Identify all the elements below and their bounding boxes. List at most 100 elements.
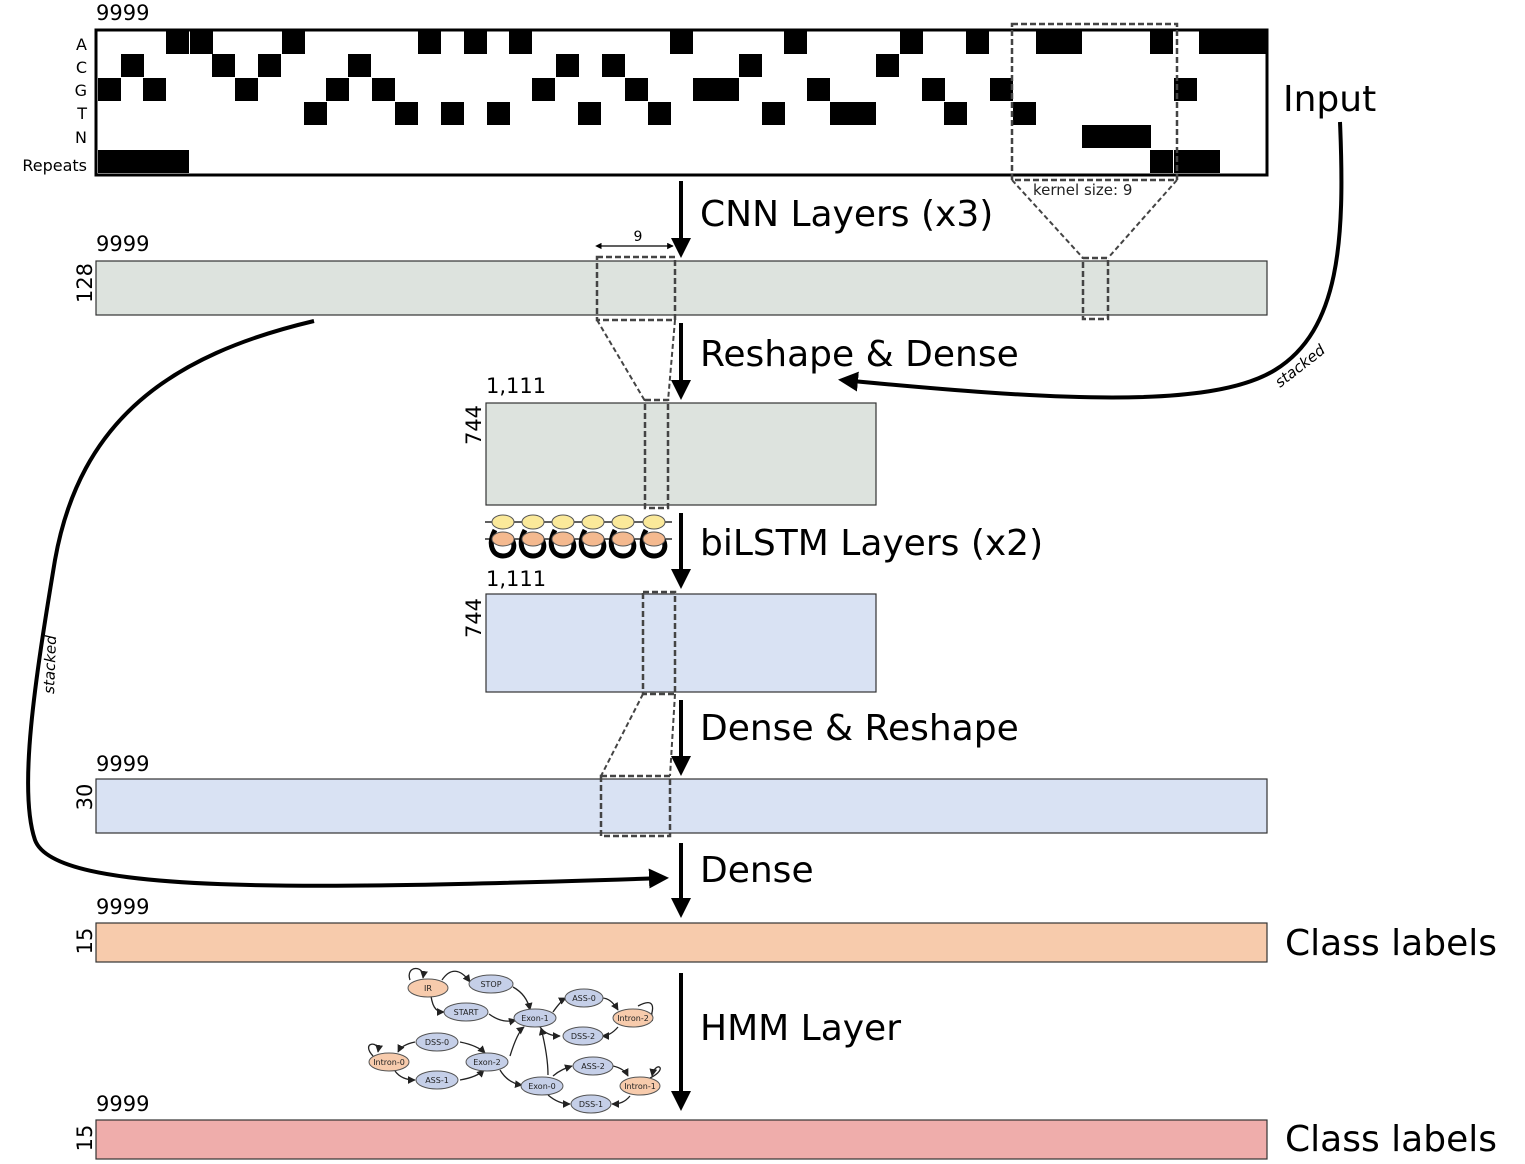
input-cell <box>716 78 739 101</box>
row-label-A: A <box>76 35 87 54</box>
lstm-forward-cell <box>611 514 635 530</box>
cnn-length-label: 9999 <box>96 232 149 256</box>
input-cell <box>1105 125 1128 148</box>
hmm-edge <box>512 986 533 1011</box>
cnn-step-label: CNN Layers (x3) <box>700 194 993 235</box>
hmm-edge <box>394 1070 416 1084</box>
input-cell <box>121 150 144 173</box>
hmm-edge <box>397 1041 416 1053</box>
reshape-output-block: Dense & Reshape 9999 30 <box>73 700 1268 838</box>
input-cell <box>556 54 579 77</box>
input-matrix-frame <box>94 28 1269 177</box>
input-cell <box>1036 31 1059 54</box>
input-cell <box>693 78 716 101</box>
hmm-edge <box>552 997 567 1013</box>
input-cell <box>509 31 532 54</box>
cnn-output-tensor <box>95 260 1268 316</box>
class-labels-label: Class labels <box>1285 923 1497 964</box>
input-cell <box>900 31 923 54</box>
input-cell <box>282 31 305 54</box>
input-cell <box>258 54 281 77</box>
input-cell <box>372 78 395 101</box>
reshape-projection-right <box>667 319 676 402</box>
class-labels-tensor <box>95 922 1268 963</box>
input-cell <box>1174 150 1197 173</box>
dense-depth-label: 744 <box>462 405 486 445</box>
kernel-window <box>1010 22 1179 182</box>
input-cell <box>830 102 853 125</box>
input-cell <box>1222 31 1245 54</box>
kernel-projection-left <box>1011 179 1084 259</box>
hmm-edge <box>611 1095 631 1108</box>
input-cell <box>1174 78 1197 101</box>
hmm-edge <box>459 1069 485 1081</box>
input-cell <box>990 78 1013 101</box>
dense-reshape-step-label: Dense & Reshape <box>700 708 1019 749</box>
lstm-output-tensor <box>485 593 877 693</box>
row-label-G: G <box>75 81 87 100</box>
hmm-edge <box>509 1026 525 1057</box>
hmm-edge <box>637 1002 654 1021</box>
lstm-backward-cell <box>491 531 515 547</box>
hmm-state-stop <box>468 974 514 994</box>
hmm-state-label: DSS-2 <box>571 1032 595 1041</box>
input-cell <box>1150 150 1173 173</box>
input-cell <box>395 102 418 125</box>
class-length-label: 9999 <box>96 895 149 919</box>
input-cell <box>739 54 762 77</box>
lstm-forward-cell <box>581 514 605 530</box>
input-cell <box>1082 125 1105 148</box>
bilstm-step-label: biLSTM Layers (x2) <box>700 523 1043 564</box>
hmm-state-label: Exon-1 <box>521 1014 548 1023</box>
hmm-edge <box>499 1069 523 1088</box>
hmm-state-label: IR <box>424 984 432 993</box>
input-cell <box>1244 31 1267 54</box>
hmm-state-label: Exon-2 <box>473 1058 500 1067</box>
hmm-state-label: ASS-1 <box>425 1076 449 1085</box>
input-cell <box>578 102 601 125</box>
hmm-state-label: Intron-0 <box>373 1058 405 1067</box>
hmm-state-label: ASS-0 <box>572 994 596 1003</box>
hmm-edge <box>538 1027 549 1076</box>
input-cell <box>1150 31 1173 54</box>
hmm-state-label: STOP <box>480 980 501 989</box>
lstm-link <box>639 528 668 559</box>
input-cell <box>121 54 144 77</box>
row-label-repeats: Repeats <box>22 156 87 175</box>
hmm-state-intron-0 <box>368 1052 410 1072</box>
hmm-state-ass-1 <box>415 1070 459 1090</box>
kernel-target-window <box>1081 256 1110 321</box>
input-cell <box>876 54 899 77</box>
hmm-state-label: DSS-1 <box>579 1100 603 1109</box>
hmm-step-label: HMM Layer <box>700 1008 901 1049</box>
input-cell <box>487 102 510 125</box>
hmm-state-label: Exon-0 <box>528 1082 555 1091</box>
window-size-label: 9 <box>634 229 643 245</box>
hmm-state-ir <box>407 978 449 998</box>
lstm-depth-label: 744 <box>462 598 486 638</box>
lstm-backward-cell <box>581 531 605 547</box>
hmm-state-ass-0 <box>564 988 604 1008</box>
input-cell <box>532 78 555 101</box>
hmm-edge <box>601 1026 619 1040</box>
input-cell <box>807 78 830 101</box>
input-cell <box>190 31 213 54</box>
hmm-state-intron-2 <box>612 1008 654 1028</box>
lstm-length-label: 1,111 <box>486 567 546 591</box>
class-depth-label: 15 <box>73 928 97 955</box>
lstm-forward-cell <box>491 514 515 530</box>
lstm-projection-left <box>600 693 644 777</box>
input-cell <box>922 78 945 101</box>
input-cell <box>602 54 625 77</box>
bilstm-cells-icon <box>485 514 672 559</box>
class-labels-block: Dense 9999 15 Class labels <box>73 843 1497 964</box>
hmm-state-start <box>443 1002 489 1022</box>
input-cell <box>348 54 371 77</box>
row-label-T: T <box>76 104 87 123</box>
lstm-link <box>578 528 607 559</box>
hmm-state-dss-0 <box>415 1032 459 1052</box>
input-cell <box>1199 31 1222 54</box>
cnn-stacked-label: stacked <box>40 634 60 694</box>
kernel-size-label: kernel size: 9 <box>1033 181 1132 199</box>
